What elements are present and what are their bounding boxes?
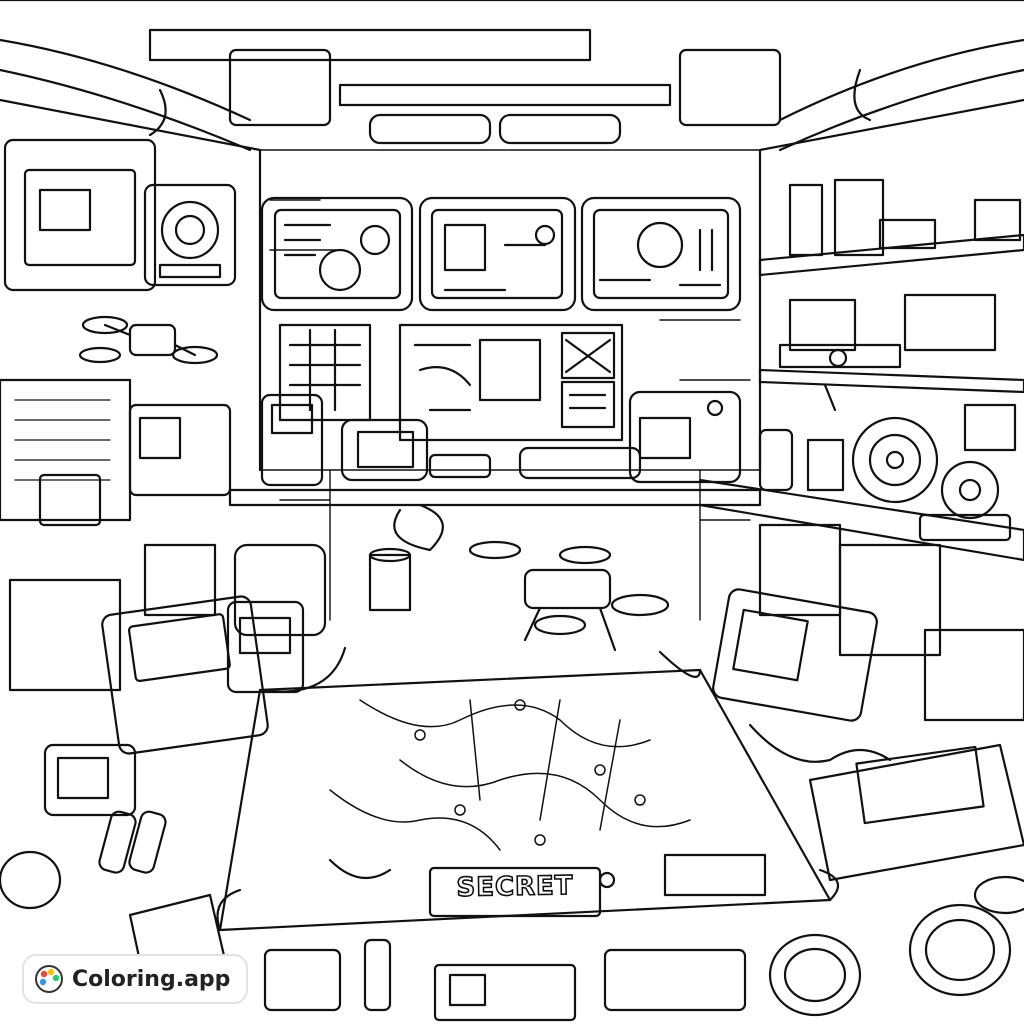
secret-map [216,646,840,932]
left-wall-panels [3,138,237,292]
coloring-app-watermark[interactable]: Coloring.app [22,954,249,1004]
map-secret-label: SECRET [455,870,574,904]
wall-boards [278,323,624,442]
bottom-objects [263,933,862,1022]
right-floor-devices [712,588,1024,997]
under-desk [8,503,1024,722]
left-floor-devices [0,595,305,987]
drone-top-left [78,315,219,365]
back-wall-bricks [259,149,761,621]
watermark-text: Coloring.app [72,966,231,992]
ceiling [0,0,1024,472]
floor-drone [468,540,670,652]
back-desk [228,390,1024,562]
top-monitors [260,196,742,312]
right-shelves [758,178,1024,412]
right-desk-items [758,403,1017,542]
palette-icon [35,965,63,993]
left-pegboard [0,378,232,527]
